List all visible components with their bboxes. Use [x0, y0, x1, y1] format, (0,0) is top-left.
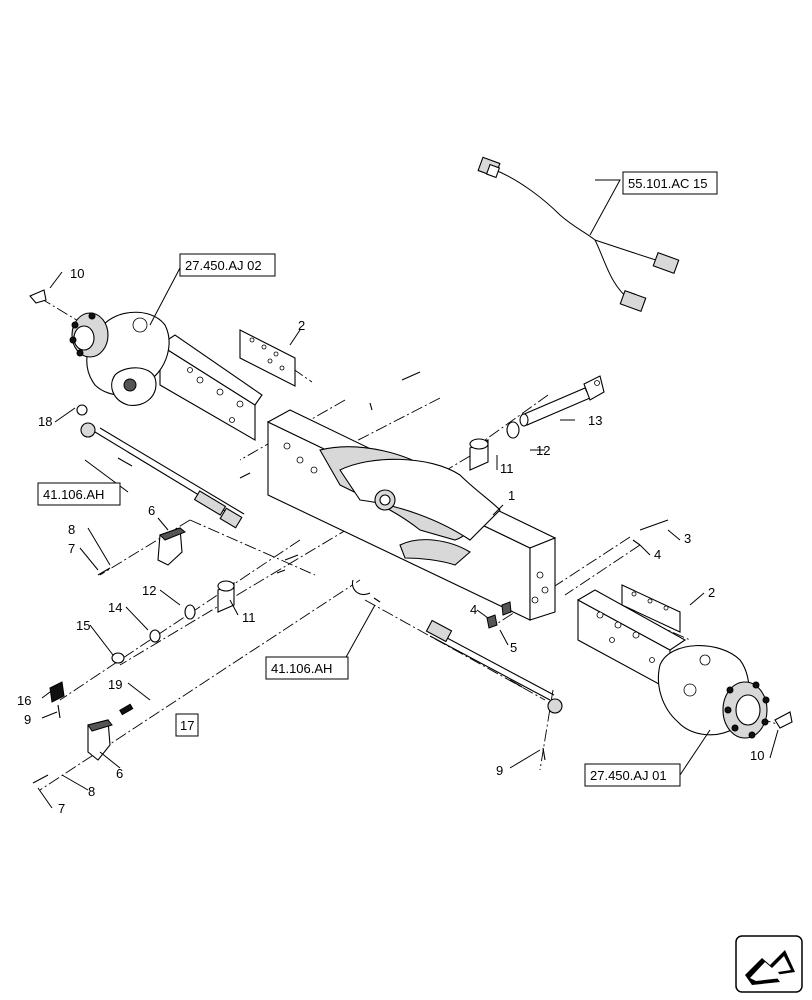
spring-19 — [119, 703, 134, 716]
callout-10-lower: 10 — [750, 748, 764, 763]
callout-9-bottom: 9 — [496, 763, 503, 778]
callout-8-lower: 8 — [88, 784, 95, 799]
reference-box-tie-rod-left: 41.106.AH — [37, 482, 121, 506]
tab-10-right — [774, 711, 793, 729]
wiring-harness — [477, 156, 680, 313]
callout-7-upper: 7 — [68, 541, 75, 556]
callout-4-upper: 4 — [654, 547, 661, 562]
callout-11-lower: 11 — [242, 610, 256, 625]
callout-15: 15 — [76, 618, 90, 633]
left-hub-assembly — [69, 311, 263, 441]
reference-box-right-hub: 27.450.AJ 01 — [584, 763, 681, 787]
callout-10-upper: 10 — [70, 266, 84, 281]
callout-labels: 1 2 2 3 4 4 5 6 6 7 7 8 8 9 9 10 10 11 1… — [17, 266, 764, 816]
callout-6-upper: 6 — [148, 503, 155, 518]
callout-17: 17 — [180, 718, 194, 733]
bushing-lower — [217, 580, 235, 613]
right-hub-assembly — [576, 589, 770, 739]
callout-12-upper: 12 — [536, 443, 550, 458]
small-hardware — [49, 371, 669, 703]
callout-11-upper: 11 — [500, 461, 514, 476]
callout-18: 18 — [38, 414, 52, 429]
leader-lines — [37, 179, 779, 809]
reference-box-harness: 55.101.AC 15 — [622, 171, 718, 195]
next-page-arrow-icon[interactable] — [735, 935, 803, 993]
reference-label-harness: 55.101.AC 15 — [628, 176, 708, 191]
tie-rod-right — [425, 619, 563, 714]
reference-box-tie-rod-center: 41.106.AH — [265, 656, 349, 680]
reference-box-left-hub: 27.450.AJ 02 — [179, 253, 276, 277]
tie-rod-left — [80, 422, 245, 529]
reference-label-tie-rod-center: 41.106.AH — [271, 661, 332, 676]
tab-10-left — [29, 289, 47, 304]
callout-3: 3 — [684, 531, 691, 546]
callout-2-lower: 2 — [708, 585, 715, 600]
callout-4-lower: 4 — [470, 602, 477, 617]
bushing-upper — [469, 438, 489, 471]
reference-label-left-hub: 27.450.AJ 02 — [185, 258, 262, 273]
clamp-upper — [157, 527, 186, 566]
reference-box-17: 17 — [175, 713, 199, 737]
axle-beam — [266, 409, 557, 621]
callout-7-lower: 7 — [58, 801, 65, 816]
plate-lower — [621, 584, 681, 633]
callout-19: 19 — [108, 677, 122, 692]
callout-6-lower: 6 — [116, 766, 123, 781]
callout-14: 14 — [108, 600, 122, 615]
reference-label-right-hub: 27.450.AJ 01 — [590, 768, 667, 783]
callout-16: 16 — [17, 693, 31, 708]
callout-9-left: 9 — [24, 712, 31, 727]
clamp-lower — [87, 719, 113, 761]
callout-2-upper: 2 — [298, 318, 305, 333]
grease-fitting-18 — [76, 404, 88, 416]
bolts — [32, 567, 546, 784]
reference-label-tie-rod-left: 41.106.AH — [43, 487, 104, 502]
callout-5: 5 — [510, 640, 517, 655]
plate-upper — [239, 329, 296, 387]
callout-1: 1 — [508, 488, 515, 503]
pivot-pin — [519, 375, 605, 427]
callout-12-lower: 12 — [142, 583, 156, 598]
callout-8-upper: 8 — [68, 522, 75, 537]
callout-13: 13 — [588, 413, 602, 428]
